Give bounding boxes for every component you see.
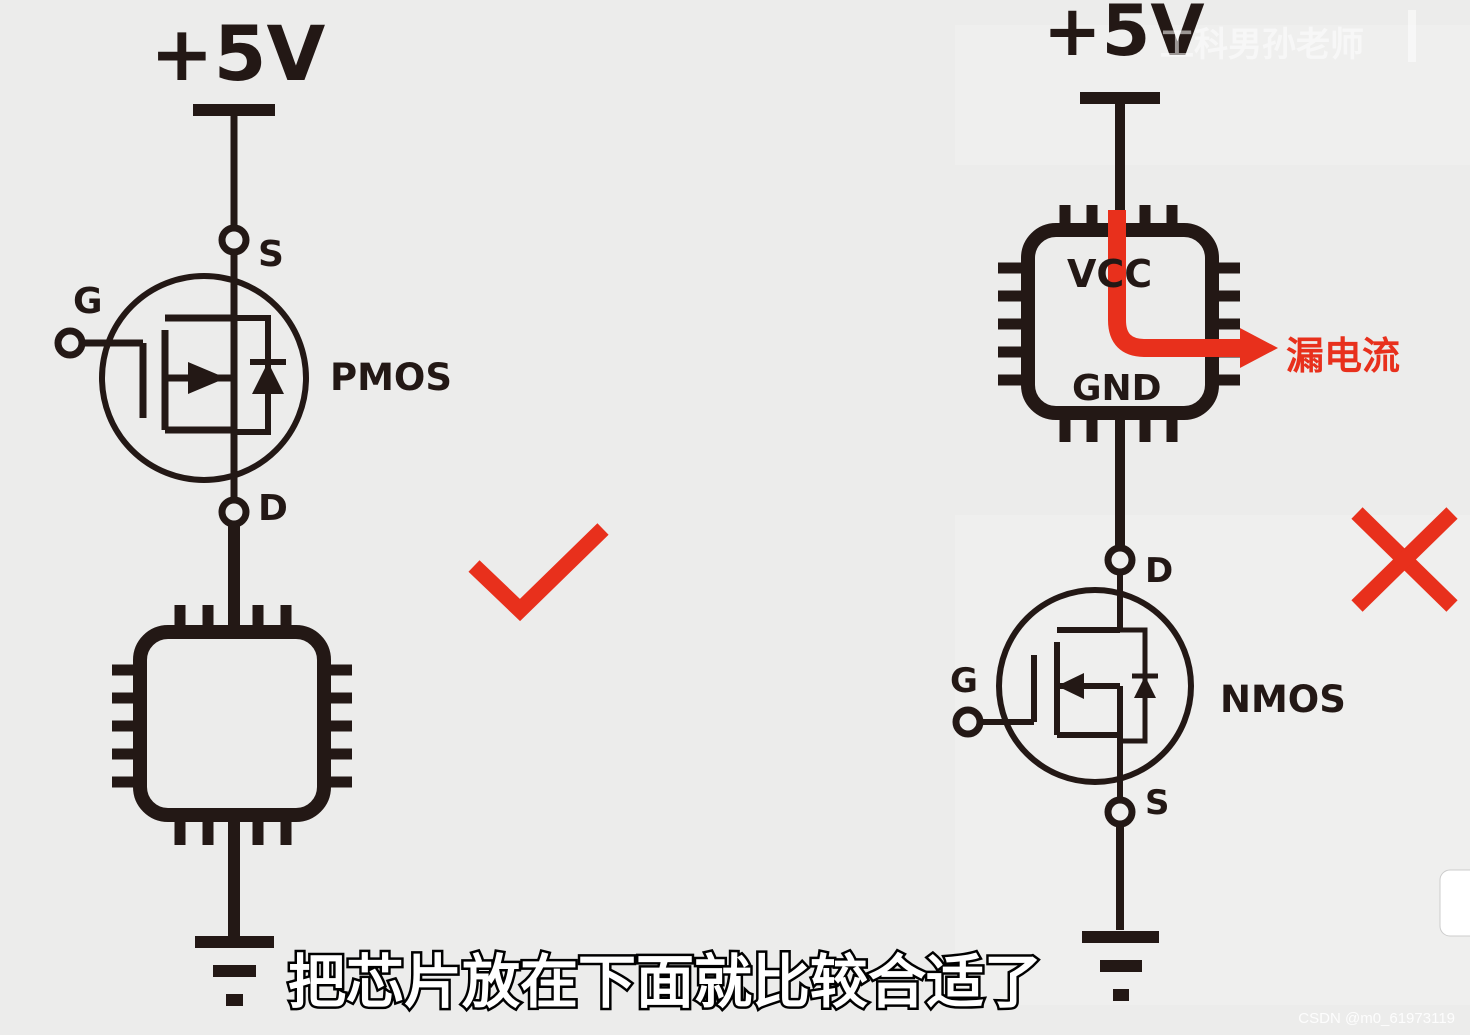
chip-gnd-label: GND bbox=[1072, 368, 1162, 409]
right-source-terminal bbox=[1104, 796, 1136, 828]
right-header-panel bbox=[955, 25, 1470, 165]
nmos-label: NMOS bbox=[1220, 678, 1346, 721]
leakage-current-arrow-icon bbox=[1108, 210, 1252, 357]
watermark-text: 工科男孙老师 bbox=[1160, 25, 1364, 65]
subtitle-text: 把芯片放在下面就比较合适了 bbox=[288, 948, 1042, 1016]
left-chip-icon bbox=[112, 605, 352, 845]
pmos-label: PMOS bbox=[330, 356, 452, 399]
right-ground-icon bbox=[1082, 931, 1159, 1001]
right-lower-panel bbox=[955, 515, 1470, 1005]
right-drain-label: D bbox=[1145, 551, 1173, 591]
right-source-label: S bbox=[1145, 783, 1170, 823]
left-drain-label: D bbox=[258, 488, 288, 529]
leakage-current-label: 漏电流 bbox=[1286, 334, 1400, 378]
checkmark-icon bbox=[468, 523, 609, 622]
pmos-symbol bbox=[54, 252, 309, 500]
chip-vcc-label: VCC bbox=[1067, 252, 1152, 296]
leakage-arrowhead-icon bbox=[1240, 328, 1278, 368]
cross-icon bbox=[1351, 507, 1458, 612]
left-circuit bbox=[54, 104, 352, 1006]
right-drain-terminal bbox=[1104, 544, 1136, 576]
left-drain-terminal bbox=[218, 496, 250, 528]
left-supply-label: +5V bbox=[150, 9, 326, 98]
left-ground-icon bbox=[195, 936, 274, 1006]
right-circuit bbox=[952, 92, 1240, 1001]
right-gate-label: G bbox=[950, 661, 978, 701]
right-supply-label: +5V bbox=[1043, 0, 1205, 72]
credit-text: CSDN @m0_61973119 bbox=[1298, 1010, 1455, 1027]
watermark-logo-icon bbox=[1408, 10, 1416, 62]
left-source-label: S bbox=[258, 234, 284, 275]
left-source-terminal bbox=[218, 224, 250, 256]
left-gate-label: G bbox=[73, 281, 103, 322]
nmos-symbol bbox=[952, 572, 1194, 800]
side-panel-tab[interactable] bbox=[1439, 869, 1470, 937]
